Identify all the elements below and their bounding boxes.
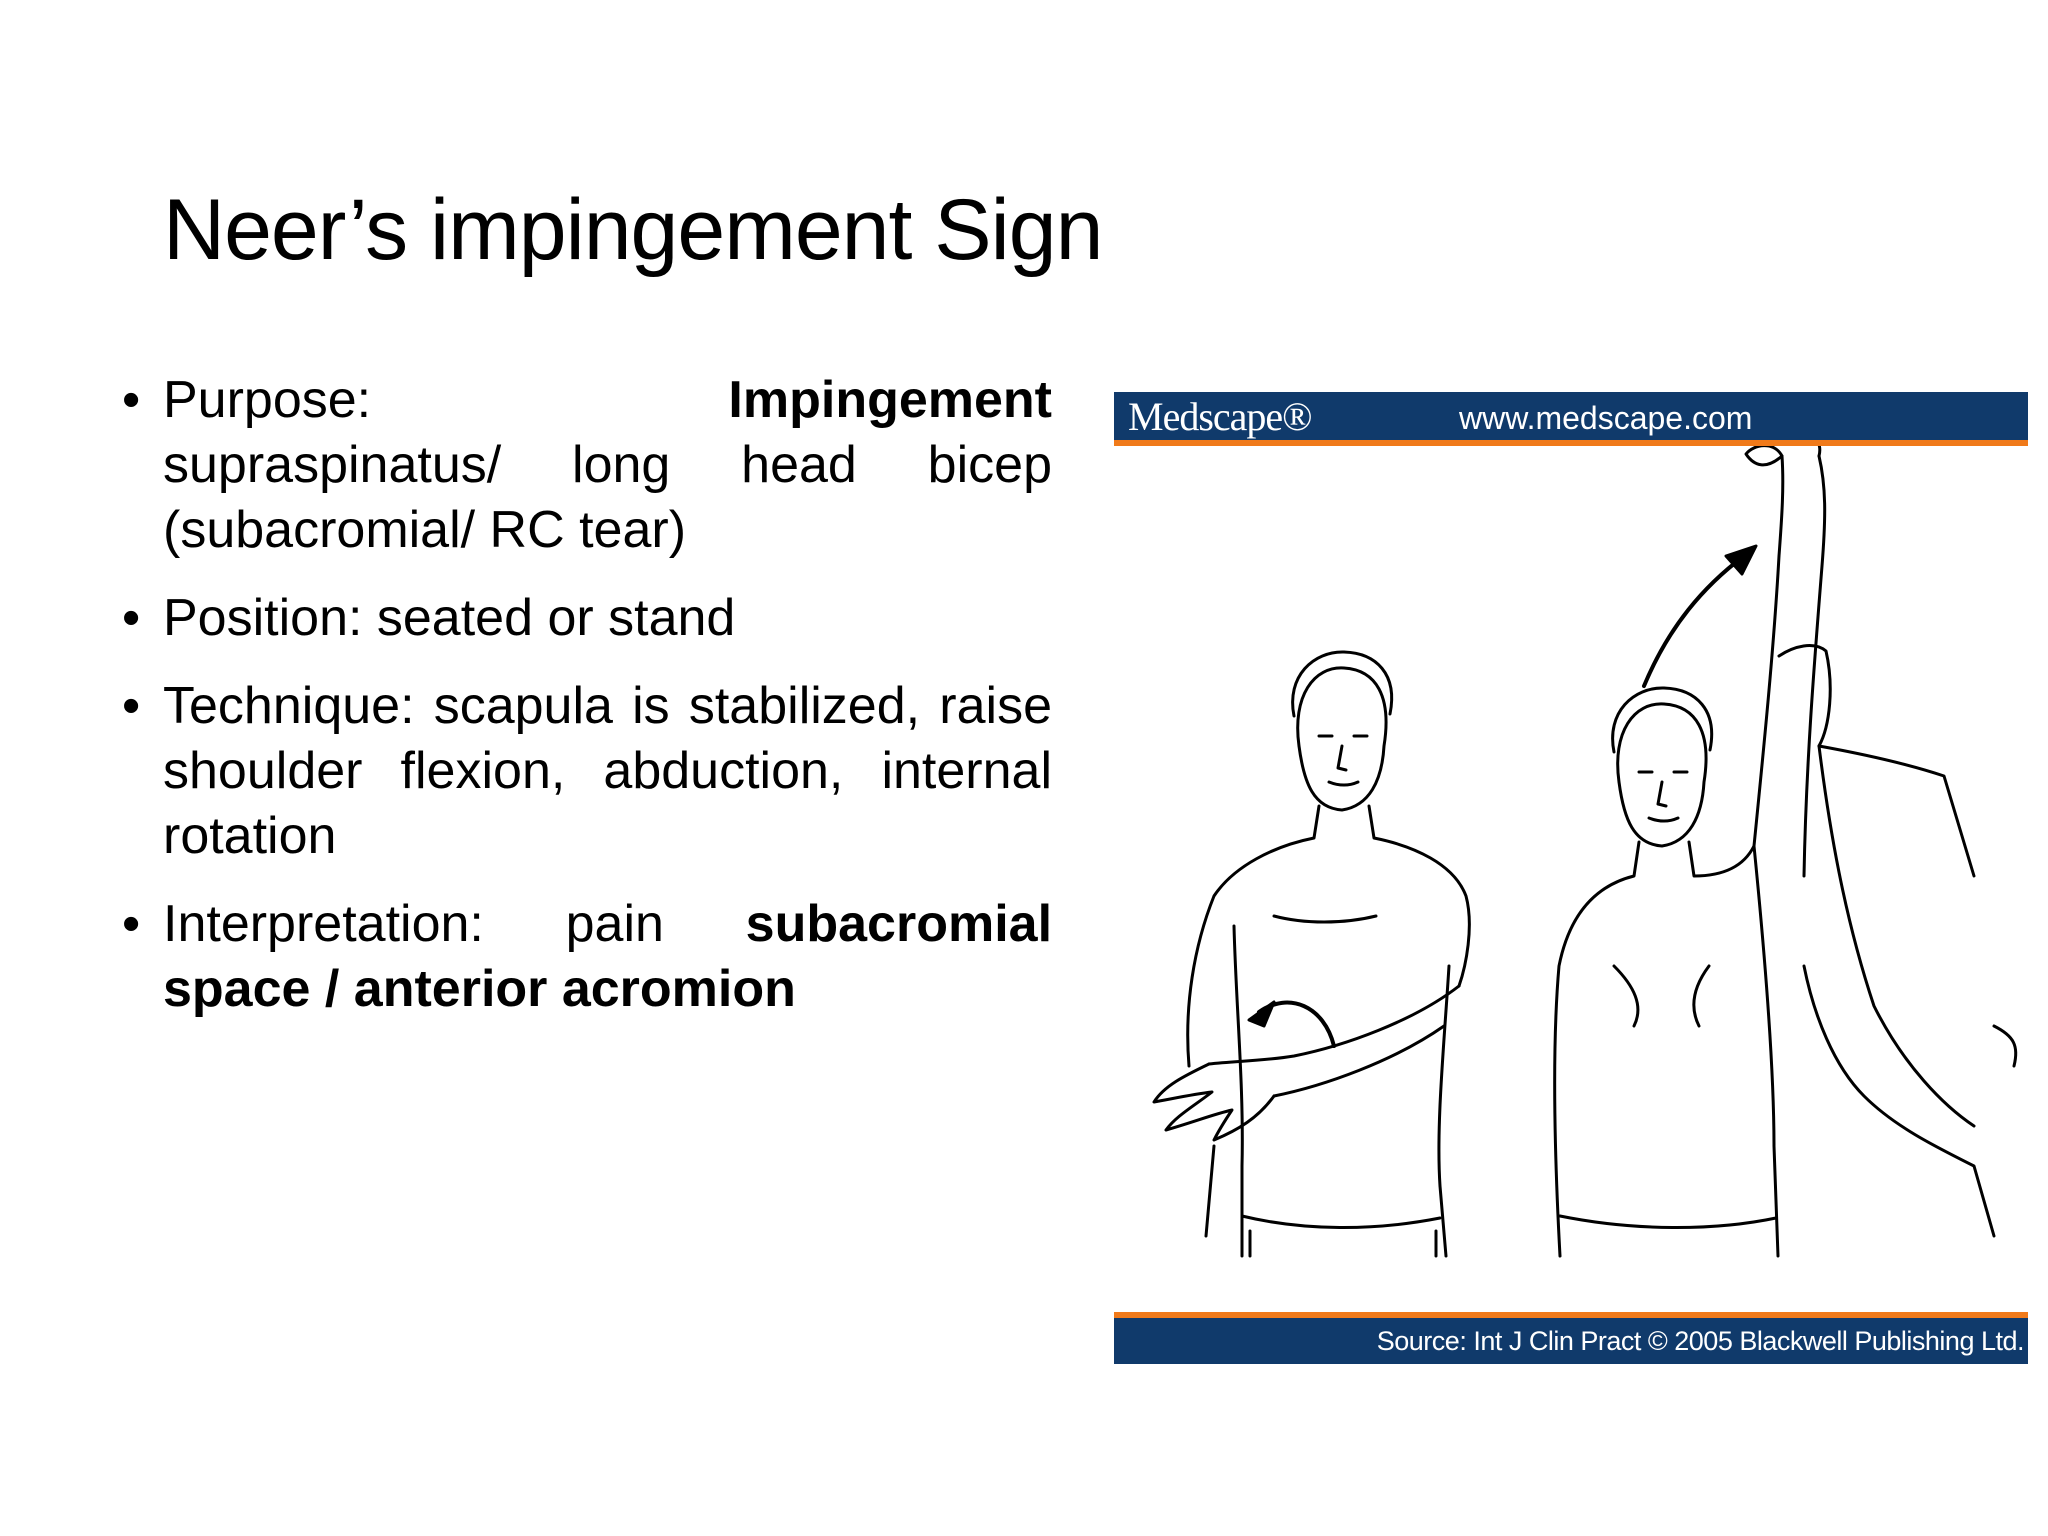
bullet-interpretation: Interpretation: pain subacromial space /…	[122, 892, 1052, 1022]
right-patient-figure	[1553, 446, 2018, 1258]
bullet-purpose-bold: Impingement	[728, 371, 1052, 429]
shoulder-exam-illustration	[1152, 446, 2018, 1258]
bullet-purpose: Purpose: Impingement supraspinatus/ long…	[122, 368, 1052, 563]
slide-title: Neer’s impingement Sign	[163, 182, 1103, 278]
neer-test-figure: Medscape® www.medscape.com	[1114, 392, 2028, 1364]
bullet-position: Position: seated or stand	[122, 586, 1052, 651]
medscape-logo: Medscape®	[1128, 394, 1313, 439]
figure-url: www.medscape.com	[1459, 400, 1753, 436]
figure-source-credit: Source: Int J Clin Pract © 2005 Blackwel…	[1376, 1326, 2025, 1356]
left-patient-figure	[1152, 650, 1471, 1258]
bullet-purpose-label: Purpose:	[163, 371, 372, 429]
bullet-technique: Technique: scapula is stabilized, raise …	[122, 674, 1052, 869]
figure-header-banner: Medscape® www.medscape.com	[1114, 392, 2028, 446]
bullet-interpretation-bold: subacromial space / anterior acromion	[163, 895, 1053, 1018]
bullet-interpretation-label: Interpretation: pain	[163, 895, 664, 953]
figure-footer-banner: Source: Int J Clin Pract © 2005 Blackwel…	[1114, 1312, 2028, 1364]
bullet-list: Purpose: Impingement supraspinatus/ long…	[122, 368, 1052, 1045]
bullet-purpose-rest: supraspinatus/ long head bicep (subacrom…	[163, 436, 1052, 559]
